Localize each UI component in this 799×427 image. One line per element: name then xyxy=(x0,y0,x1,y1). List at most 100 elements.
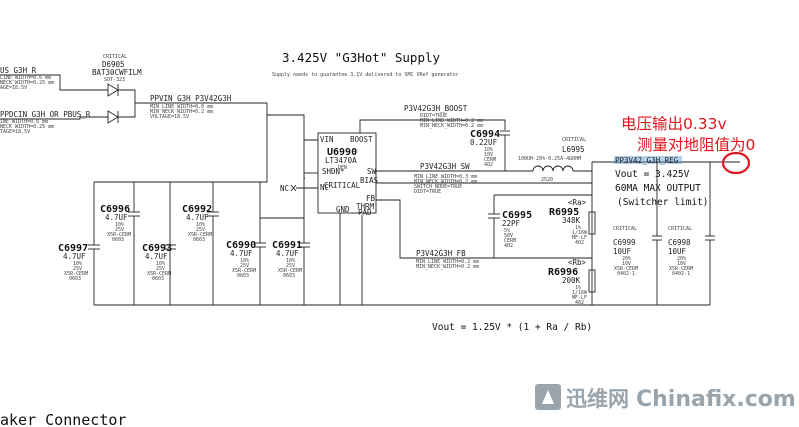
svg-text:BOOST: BOOST xyxy=(350,135,373,144)
cap-c6992: C6992 4.7UF 10% 25V X5R-CERM 0603 xyxy=(182,182,219,305)
svg-text:50V: 50V xyxy=(504,233,513,239)
svg-text:LT3470A: LT3470A xyxy=(325,156,357,165)
cap-c6991: C6991 4.7UF 10% 25V X5R-CERM 0603 xyxy=(272,218,310,305)
cap-c6993: C6993 4.7UF 10% 25V X5R-CERM 0603 xyxy=(142,182,176,305)
schematic-title: 3.425V "G3Hot" Supply xyxy=(282,50,441,65)
svg-text:US_G3H_R: US_G3H_R xyxy=(0,66,37,75)
svg-text:4.7UF: 4.7UF xyxy=(145,252,168,261)
svg-text:PAD: PAD xyxy=(358,208,372,217)
svg-text:4.7UF: 4.7UF xyxy=(276,249,299,258)
svg-text:0402-1: 0402-1 xyxy=(672,271,690,277)
svg-text:348K: 348K xyxy=(562,216,581,225)
svg-text:402: 402 xyxy=(575,240,584,246)
svg-text:0603: 0603 xyxy=(112,237,124,243)
svg-text:DIDT=TRUE: DIDT=TRUE xyxy=(420,113,447,119)
svg-text:P3V42G3H_BOOST: P3V42G3H_BOOST xyxy=(404,104,468,113)
svg-text:C6999: C6999 xyxy=(613,238,636,247)
svg-text:DIDT=TRUE: DIDT=TRUE xyxy=(414,189,441,195)
svg-text:10V: 10V xyxy=(622,261,631,267)
svg-text:CERM: CERM xyxy=(484,157,496,163)
vout-formula: Vout = 1.25V * (1 + Ra / Rb) xyxy=(432,322,592,333)
svg-text:THRM: THRM xyxy=(356,202,375,211)
svg-text:C6992: C6992 xyxy=(182,204,212,215)
svg-text:C6990: C6990 xyxy=(226,240,256,251)
svg-text:1/16W: 1/16W xyxy=(572,230,588,236)
svg-text:CRITICAL: CRITICAL xyxy=(668,226,692,232)
svg-text:迅维网: 迅维网 xyxy=(566,387,629,411)
svg-text:DFN: DFN xyxy=(338,165,347,171)
svg-text:4.7UF: 4.7UF xyxy=(230,249,253,258)
svg-text:LINE_WIDTH=0.6 mm: LINE_WIDTH=0.6 mm xyxy=(0,75,51,81)
input-net-top: US_G3H_R LINE_WIDTH=0.6 mm NECK_WIDTH=0.… xyxy=(0,66,108,91)
svg-text:D6905: D6905 xyxy=(102,60,125,69)
svg-text:MIN_LINE_WIDTH=0.2 mm: MIN_LINE_WIDTH=0.2 mm xyxy=(416,259,479,265)
schematic-subtitle: Supply needs to guarantee 3.1V delivered… xyxy=(272,72,459,78)
svg-text:MIN_LINE_WIDTH=0.6 mm: MIN_LINE_WIDTH=0.6 mm xyxy=(150,104,213,110)
svg-text:SWITCH_NODE=TRUE: SWITCH_NODE=TRUE xyxy=(414,184,462,190)
svg-text:10%: 10% xyxy=(156,261,165,267)
net-sw: P3V42G3H_SW MIN_LINE_WIDTH=0.3 mm MIN_NE… xyxy=(414,162,477,195)
svg-text:<Rb>: <Rb> xyxy=(568,258,587,267)
svg-text:10UF: 10UF xyxy=(668,247,687,256)
net-fb: P3V42G3H_FB MIN_LINE_WIDTH=0.2 mm MIN_NE… xyxy=(416,249,479,270)
cap-c6996: C6996 4.7UF 10% 25V X5R-CERM 0603 xyxy=(100,182,140,305)
svg-text:NECK_WIDTH=0.25 mm: NECK_WIDTH=0.25 mm xyxy=(0,124,54,130)
svg-text:电压输出0.33v: 电压输出0.33v xyxy=(621,115,727,133)
svg-text:C6991: C6991 xyxy=(272,240,302,251)
svg-text:(Switcher limit): (Switcher limit) xyxy=(617,197,709,208)
svg-text:25V: 25V xyxy=(286,263,295,269)
cap-c6999: CRITICAL C6999 10UF 20% 10V X5R-CERM 040… xyxy=(613,226,662,305)
svg-text:VIN: VIN xyxy=(320,135,334,144)
svg-text:10%: 10% xyxy=(73,261,82,267)
svg-text:Vout = 3.425V: Vout = 3.425V xyxy=(615,169,690,180)
svg-text:NECK_WIDTH=0.25 mm: NECK_WIDTH=0.25 mm xyxy=(0,80,54,86)
inductor-l6995: CRITICAL L6995 100UH-20%-0.25A-4Ω0HM 252… xyxy=(518,137,592,183)
wire-vin-down xyxy=(260,115,268,183)
ic-u6990: VIN BOOST U6990 LT3470A DFN SHDN* SW NC … xyxy=(317,132,379,217)
svg-text:C6996: C6996 xyxy=(100,204,130,215)
svg-text:0.22UF: 0.22UF xyxy=(470,138,498,147)
svg-text:C6997: C6997 xyxy=(58,243,88,254)
svg-text:X5R-CERM: X5R-CERM xyxy=(278,268,302,274)
svg-text:SW: SW xyxy=(367,167,377,176)
svg-text:MIN_LINE_WIDTH=0.3 mm: MIN_LINE_WIDTH=0.3 mm xyxy=(414,174,477,180)
svg-text:<Ra>: <Ra> xyxy=(568,198,587,207)
svg-text:10V: 10V xyxy=(484,152,493,158)
svg-text:VOLTAGE=18.5V: VOLTAGE=18.5V xyxy=(150,114,189,120)
svg-text:4.7UF: 4.7UF xyxy=(105,213,128,222)
svg-text:10%: 10% xyxy=(484,147,493,153)
svg-text:C6993: C6993 xyxy=(142,243,172,254)
svg-text:2520: 2520 xyxy=(541,177,553,183)
svg-text:MIN_NECK_WIDTH=0.2 mm: MIN_NECK_WIDTH=0.2 mm xyxy=(150,109,213,115)
svg-text:R6996: R6996 xyxy=(548,267,578,278)
wire-boost xyxy=(359,119,506,133)
svg-text:10%: 10% xyxy=(286,258,295,264)
svg-text:X5R-CERM: X5R-CERM xyxy=(232,268,256,274)
svg-text:C6994: C6994 xyxy=(470,129,500,140)
svg-text:X5R-CERM: X5R-CERM xyxy=(64,271,88,277)
svg-text:CRITICAL: CRITICAL xyxy=(103,54,127,60)
svg-text:100UH-20%-0.25A-4Ω0HM: 100UH-20%-0.25A-4Ω0HM xyxy=(518,156,581,162)
svg-text:Chinafix.com: Chinafix.com xyxy=(636,387,796,412)
input-net-bottom: PPDCIN_G3H_OR_PBUS_R INE_WIDTH=0.6 mm NE… xyxy=(0,110,108,135)
svg-text:25V: 25V xyxy=(115,227,124,233)
svg-text:0603: 0603 xyxy=(237,273,249,279)
svg-text:25V: 25V xyxy=(73,266,82,272)
svg-text:TAGE=18.5V: TAGE=18.5V xyxy=(0,129,30,135)
svg-text:SOT-323: SOT-323 xyxy=(104,77,125,83)
svg-text:0603: 0603 xyxy=(283,273,295,279)
svg-text:MIN_LINE_WIDTH=0.2 mm: MIN_LINE_WIDTH=0.2 mm xyxy=(420,118,483,124)
wire-fb xyxy=(376,199,592,259)
svg-text:GND: GND xyxy=(336,205,350,214)
wire-vin xyxy=(266,103,318,141)
svg-text:5%: 5% xyxy=(504,228,510,234)
svg-text:10%: 10% xyxy=(196,222,205,228)
svg-text:25V: 25V xyxy=(156,266,165,272)
svg-text:SHDN*: SHDN* xyxy=(322,167,345,176)
svg-text:0603: 0603 xyxy=(193,237,205,243)
svg-text:25V: 25V xyxy=(196,227,205,233)
svg-text:10%: 10% xyxy=(240,258,249,264)
svg-text:X5R-CERM: X5R-CERM xyxy=(188,232,212,238)
svg-text:U6990: U6990 xyxy=(327,147,357,158)
svg-text:NC: NC xyxy=(320,183,329,192)
